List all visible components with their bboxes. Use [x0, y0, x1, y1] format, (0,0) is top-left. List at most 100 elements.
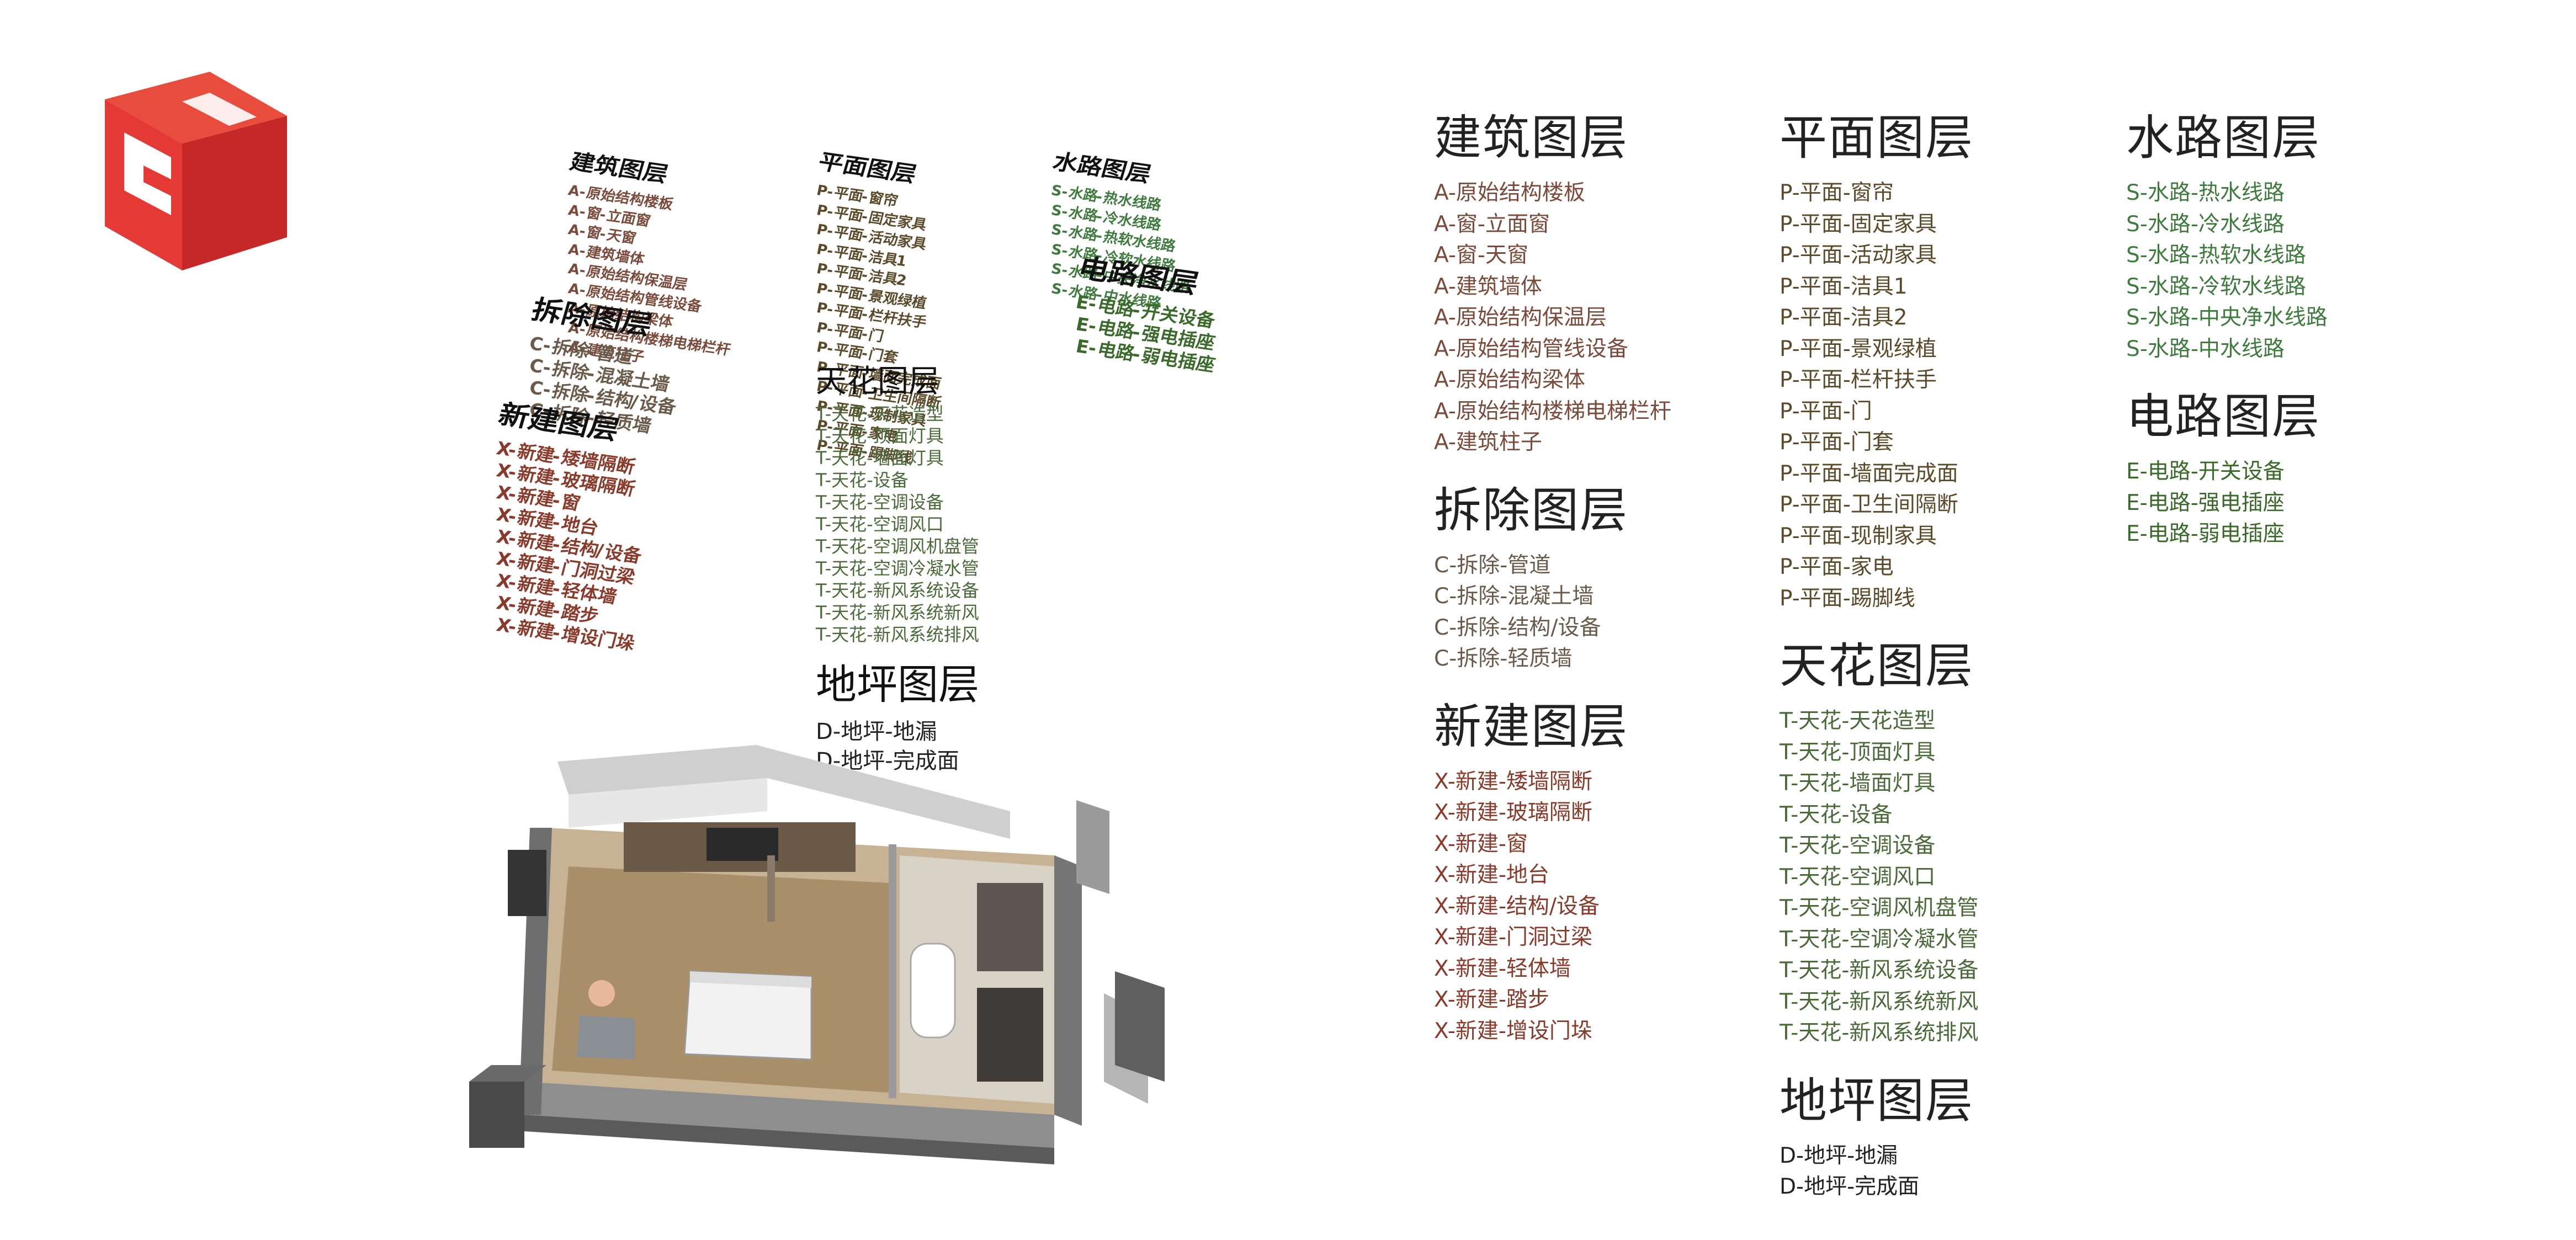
- list-item: T-天花-天花造型: [816, 403, 944, 424]
- list-item: E-电路-开关设备: [2126, 459, 2285, 484]
- right-shuilu-title: 水路图层: [2126, 110, 2320, 166]
- list-item: A-原始结构管线设备: [1434, 336, 1628, 361]
- list-item: P-平面-门套: [1780, 430, 1894, 455]
- list-item: A-原始结构楼梯电梯栏杆: [1434, 398, 1671, 424]
- sketchup-logo-icon: [99, 66, 298, 276]
- list-item: P-平面-家电: [1780, 555, 1894, 579]
- list-item: T-天花-空调设备: [1780, 833, 1936, 858]
- list-item: X-新建-矮墙隔断: [1434, 769, 1592, 794]
- list-item: T-天花-设备: [1780, 802, 1893, 827]
- list-item: C-拆除-结构/设备: [1434, 615, 1601, 640]
- list-item: D-地坪-地漏: [1780, 1143, 1898, 1168]
- right-shuilu-list: S-水路-热水线路 S-水路-冷水线路 S-水路-热软水线路 S-水路-冷软水线路 S-…: [2126, 178, 2328, 365]
- isometric-floor-plan-illustration: [458, 728, 1209, 1203]
- right-diping-title: 地坪图层: [1780, 1073, 1974, 1129]
- list-item: E-电路-强电插座: [2126, 490, 2285, 515]
- list-item: X-新建-轻体墙: [1434, 956, 1571, 981]
- list-item: A-原始结构保温层: [1434, 305, 1607, 330]
- list-item: S-水路-热水线路: [2126, 180, 2285, 205]
- list-item: T-天花-新风系统设备: [1780, 958, 1979, 983]
- right-shuilu-group: 水路图层 S-水路-热水线路 S-水路-冷水线路 S-水路-热软水线路 S-水路-冷软…: [2126, 110, 2328, 365]
- right-tianhua-title: 天花图层: [1780, 638, 1974, 694]
- list-item: T-天花-新风系统排风: [816, 624, 979, 645]
- list-item: T-天花-新风系统新风: [816, 602, 979, 623]
- list-item: X-新建-门洞过梁: [1434, 925, 1592, 950]
- right-pingmian-title: 平面图层: [1780, 110, 1974, 166]
- list-item: S-水路-冷软水线路: [2126, 274, 2306, 299]
- list-item: A-建筑墙体: [1434, 274, 1542, 299]
- list-item: T-天花-设备: [816, 470, 909, 491]
- list-item: X-新建-增设门垛: [1434, 1018, 1592, 1044]
- list-item: D-地坪-地漏: [816, 719, 937, 744]
- list-item: A-建筑柱子: [1434, 430, 1542, 455]
- right-dianlu-title: 电路图层: [2126, 389, 2320, 444]
- left-tianhua-title: 天花图层: [816, 364, 939, 400]
- list-item: P-平面-窗帘: [1780, 180, 1894, 205]
- list-item: P-平面-活动家具: [1780, 243, 1937, 268]
- list-item: S-水路-中央净水线路: [2126, 305, 2328, 330]
- list-item: T-天花-空调冷凝水管: [816, 558, 979, 579]
- list-item: T-天花-墙面灯具: [816, 448, 944, 469]
- right-xinjian-title: 新建图层: [1434, 699, 1628, 754]
- list-item: S-水路-冷水线路: [2126, 211, 2285, 237]
- list-item: C-拆除-管道: [1434, 552, 1551, 578]
- list-item: P-平面-现制家具: [1780, 523, 1937, 549]
- right-chaichu-title: 拆除图层: [1434, 482, 1628, 538]
- list-item: P-平面-门: [1780, 398, 1872, 424]
- right-column-3: 水路图层 S-水路-热水线路 S-水路-冷水线路 S-水路-热软水线路 S-水路-冷软…: [2126, 110, 2328, 574]
- list-item: T-天花-新风系统新风: [1780, 989, 1979, 1014]
- right-xinjian-list: X-新建-矮墙隔断 X-新建-玻璃隔断 X-新建-窗 X-新建-地台 X-新建-结构/设…: [1434, 767, 1671, 1047]
- list-item: S-水路-中水线路: [2126, 336, 2285, 361]
- list-item: T-天花-空调风机盘管: [816, 536, 979, 557]
- left-diping-title: 地坪图层: [816, 661, 979, 709]
- list-item: T-天花-空调冷凝水管: [1780, 927, 1979, 952]
- list-item: T-天花-天花造型: [1780, 709, 1936, 733]
- list-item: P-平面-洁具1: [1780, 274, 1908, 299]
- list-item: A-原始结构楼板: [1434, 180, 1585, 205]
- right-diping-list: D-地坪-地漏 D-地坪-完成面: [1780, 1141, 1978, 1203]
- list-item: T-天花-新风系统排风: [1780, 1020, 1979, 1045]
- list-item: T-天花-顶面灯具: [816, 425, 944, 446]
- list-item: X-新建-踏步: [1434, 987, 1549, 1012]
- list-item: P-平面-固定家具: [1780, 211, 1937, 237]
- list-item: T-天花-空调风口: [816, 514, 944, 535]
- list-item: P-平面-卫生间隔断: [1780, 492, 1958, 517]
- list-item: T-天花-新风系统设备: [816, 580, 979, 601]
- right-diping-group: 地坪图层 D-地坪-地漏 D-地坪-完成面: [1780, 1073, 1978, 1203]
- list-item: P-平面-栏杆扶手: [1780, 368, 1937, 392]
- right-jianzhu-title: 建筑图层: [1434, 110, 1628, 166]
- list-item: C-拆除-轻质墙: [1434, 646, 1573, 671]
- list-item: S-水路-热软水线路: [2126, 243, 2306, 268]
- list-item: X-新建-窗: [1434, 831, 1528, 856]
- list-item: T-天花-空调风口: [1780, 864, 1936, 890]
- list-item: X-新建-地台: [1434, 863, 1549, 887]
- list-item: A-窗-立面窗: [1434, 211, 1550, 237]
- list-item: X-新建-结构/设备: [1434, 893, 1600, 919]
- list-item: A-原始结构梁体: [1434, 368, 1585, 392]
- list-item: X-新建-玻璃隔断: [1434, 800, 1592, 825]
- list-item: T-天花-空调设备: [816, 492, 944, 513]
- list-item: T-天花-顶面灯具: [1780, 739, 1936, 765]
- list-item: P-平面-踢脚线: [1780, 586, 1915, 611]
- list-item: D-地坪-完成面: [1780, 1174, 1920, 1199]
- list-item: P-平面-墙面完成面: [1780, 461, 1958, 486]
- list-item: P-平面-洁具2: [1780, 305, 1908, 330]
